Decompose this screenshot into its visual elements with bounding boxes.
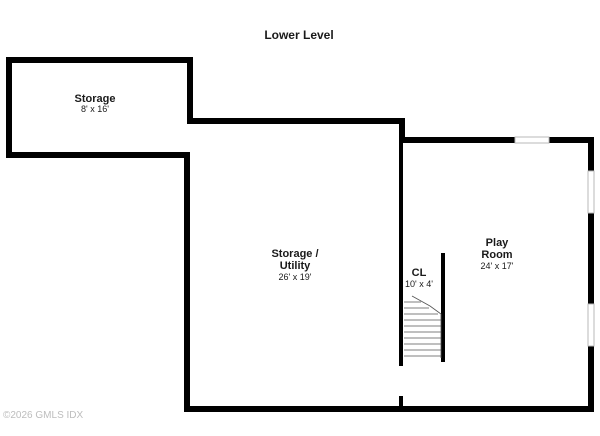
room-name: Storage /: [271, 248, 318, 260]
room-dimensions: 8' x 16': [81, 104, 109, 114]
room-storage-utility: Storage / Utility 26' x 19': [271, 248, 318, 282]
room-play-room: Play Room 24' x 17': [481, 237, 514, 271]
room-storage-small: Storage 8' x 16': [75, 93, 116, 114]
window-right-upper: [587, 170, 595, 214]
windows: [514, 136, 595, 347]
floor-title: Lower Level: [264, 28, 333, 42]
exterior-walls: [6, 57, 594, 412]
room-name-line2: Utility: [280, 260, 311, 272]
room-dimensions: 24' x 17': [481, 261, 514, 271]
room-name: CL: [412, 267, 427, 279]
stairs: [404, 295, 442, 358]
room-name-line2: Room: [481, 249, 512, 261]
room-name: Storage: [75, 93, 116, 105]
room-closet: CL 10' x 4': [405, 267, 433, 289]
window-right-lower: [587, 303, 595, 347]
interior-walls: [399, 140, 445, 406]
copyright-text: ©2026 GMLS IDX: [3, 410, 84, 421]
room-dimensions: 10' x 4': [405, 279, 433, 289]
room-name: Play: [486, 237, 510, 249]
room-dimensions: 26' x 19': [279, 272, 312, 282]
window-top: [514, 136, 550, 144]
